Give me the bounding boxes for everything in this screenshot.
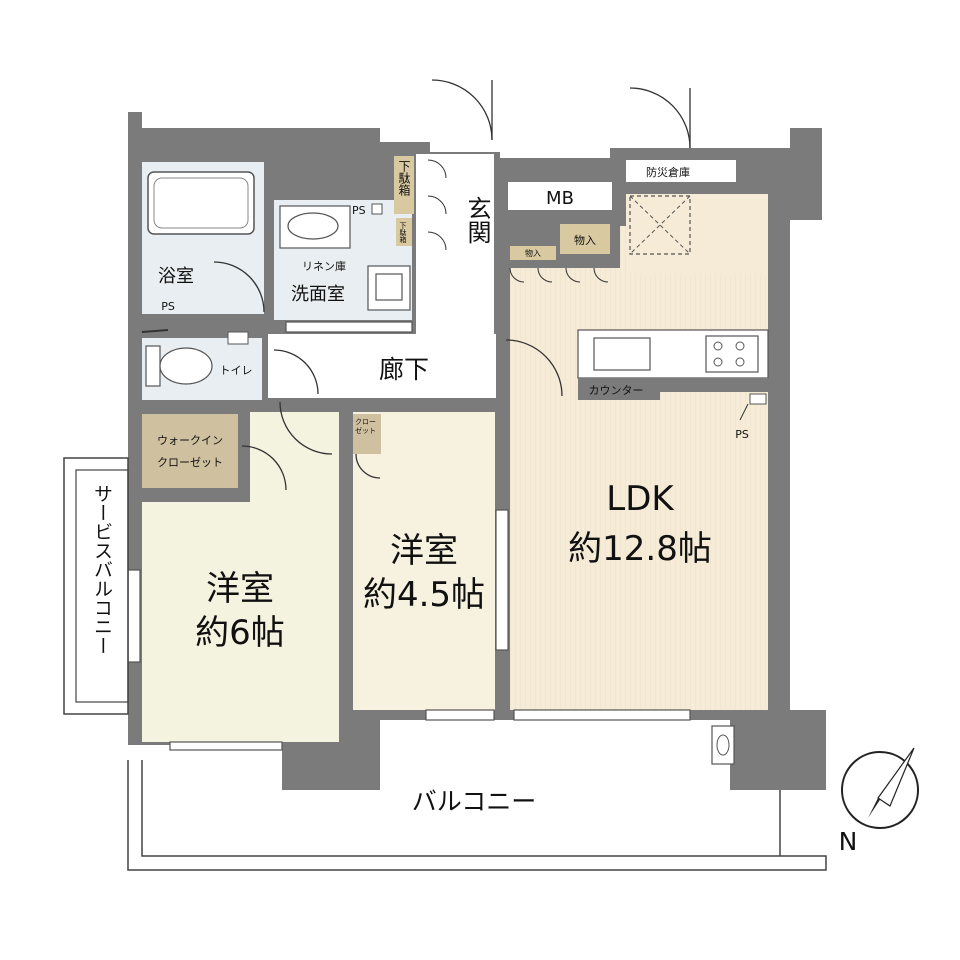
shoe-box-small-label: 下駄箱: [399, 222, 407, 243]
service-balcony: [63, 457, 129, 715]
washing-machine-pan: [367, 265, 411, 311]
mb-label: MB: [546, 188, 574, 209]
storage-small-label: 物入: [525, 248, 541, 258]
shoe-box-small: [396, 218, 412, 246]
storage-box-small: [510, 246, 556, 260]
western-room-1-size: 約6帖: [195, 613, 285, 653]
ldk-upper-floor: [626, 194, 768, 274]
western-room-2-size: 約4.5帖: [363, 575, 485, 615]
door-swings: [213, 79, 691, 491]
western-room-2-label: 洋室: [390, 531, 458, 571]
closet-floor: [353, 414, 381, 454]
disaster-storage-space: [626, 160, 736, 182]
shoe-box-label: 下駄箱: [397, 160, 411, 196]
hallway-floor: [268, 334, 496, 398]
linen-label: リネン庫: [302, 259, 346, 273]
ps-marker-1: [371, 203, 383, 215]
western-room-1-top: [250, 412, 339, 504]
ps-marker-2: [749, 393, 767, 405]
balcony-faucet: [711, 725, 735, 765]
hallway-label: 廊下: [379, 355, 429, 384]
ps-label-2: PS: [161, 300, 175, 313]
wash-label: 洗面室: [291, 284, 345, 305]
storage-box: [560, 224, 610, 254]
windows: [127, 321, 691, 751]
counter-wall: [578, 378, 768, 400]
western-room-1-floor: [142, 502, 339, 742]
ps-label-3: PS: [735, 428, 749, 441]
ldk-size: 約12.8帖: [568, 529, 712, 569]
balcony: [127, 760, 827, 871]
ldk-label: LDK: [606, 479, 675, 519]
ps-label-1: PS: [352, 204, 366, 217]
walk-in-closet-floor: [142, 414, 238, 488]
compass-label: N: [839, 827, 858, 856]
service-balcony-label: サービスバルコニー: [91, 484, 113, 655]
entrance-label: 玄関: [463, 196, 491, 244]
washbasin: [279, 205, 351, 249]
shoe-box-doors: [427, 159, 609, 283]
walk-in-closet-label-2: クローゼット: [157, 456, 223, 469]
compass: [841, 747, 919, 829]
range-hood: [629, 195, 691, 255]
closet-label: クロー ゼット: [355, 418, 376, 435]
western-room-1-label: 洋室: [206, 569, 274, 609]
storage-label: 物入: [574, 233, 596, 247]
disaster-storage-label: 防災倉庫: [646, 165, 690, 179]
kitchen-counter: [577, 329, 769, 379]
bathtub: [147, 171, 255, 235]
western-room-2-floor: [353, 412, 495, 710]
toilet-label: トイレ: [220, 364, 253, 377]
shoe-box: [394, 156, 414, 214]
balcony-label: バルコニー: [412, 787, 537, 816]
toilet-fixture: [145, 331, 249, 387]
entrance-floor: [416, 154, 494, 334]
walk-in-closet-label-1: ウォークイン: [157, 434, 223, 447]
counter-label: カウンター: [589, 384, 644, 397]
bath-label: 浴室: [158, 266, 194, 287]
mb-space: [508, 182, 612, 210]
